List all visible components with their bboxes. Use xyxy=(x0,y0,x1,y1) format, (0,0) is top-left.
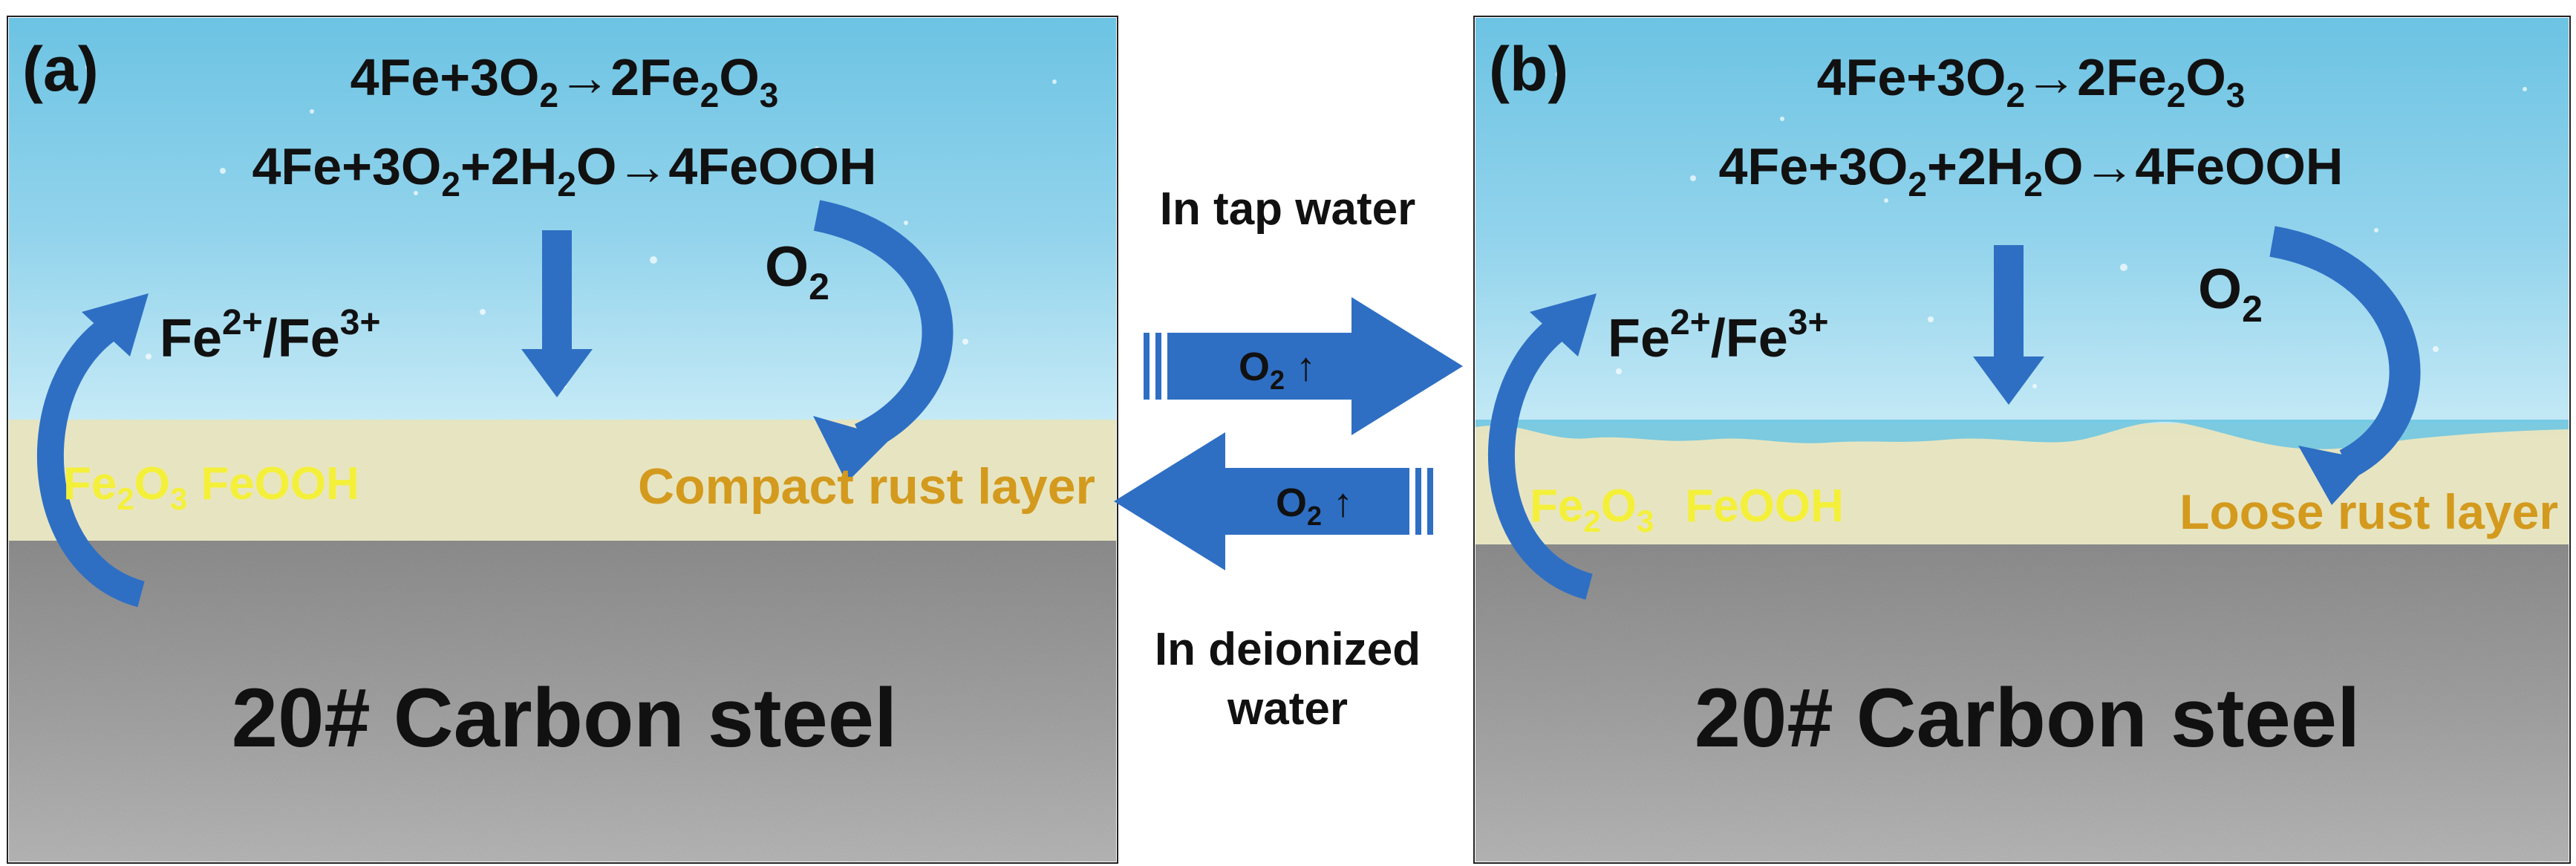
arrow-left: O2 ↑ xyxy=(1114,432,1433,570)
panel-a-o2-curve-arrow xyxy=(813,200,953,453)
panel-a-o2-label: O2 xyxy=(765,235,829,307)
panel-b-equation-1: 4Fe+3O2→2Fe2O3 xyxy=(1817,48,2246,114)
panel-b-substrate-label: 20# Carbon steel xyxy=(1695,671,2360,764)
panel-b-equation-2: 4Fe+3O2+2H2O→4FeOOH xyxy=(1719,137,2344,204)
panel-b: (b) 4Fe+3O2→2Fe2O3 4Fe+3O2+2H2O→4FeOOH O… xyxy=(1473,16,2571,864)
center-bottom-label-2: water xyxy=(1227,683,1348,735)
panel-a-ion-curve-arrow xyxy=(36,316,146,608)
panel-b-ion-curve-arrow xyxy=(1488,316,1594,600)
panel-a-o2-arrowhead xyxy=(813,416,891,483)
center-bottom-label-1: In deionized xyxy=(1155,624,1421,675)
panel-b-label: (b) xyxy=(1489,34,1568,104)
panel-b-ion-arrowhead xyxy=(1530,293,1597,357)
panel-b-o2-arrowhead xyxy=(2298,446,2373,505)
center-transition: In tap water O2 ↑ O2 ↑ In deionized wate… xyxy=(1114,183,1463,735)
panel-a: (a) 4Fe+3O2→2Fe2O3 4Fe+3O2+2H2O→4FeOOH O… xyxy=(7,16,1118,864)
panel-a-ion-arrowhead xyxy=(82,293,149,357)
arrow-right-label: O2 ↑ xyxy=(1239,345,1316,395)
panel-b-o2-label: O2 xyxy=(2198,258,2263,330)
panel-a-label: (a) xyxy=(22,34,99,104)
panel-a-substrate-label: 20# Carbon steel xyxy=(232,671,897,764)
center-top-label: In tap water xyxy=(1160,183,1416,235)
panel-b-wavy-surface xyxy=(1476,420,2569,449)
panel-a-equation-2: 4Fe+3O2+2H2O→4FeOOH xyxy=(252,137,877,204)
panel-a-rust-band xyxy=(9,420,1116,542)
arrow-left-label: O2 ↑ xyxy=(1276,481,1353,531)
panel-a-steel xyxy=(9,541,1116,862)
arrow-right: O2 ↑ xyxy=(1144,297,1463,435)
panel-b-ion-label: Fe2+/Fe3+ xyxy=(1608,303,1829,368)
panel-b-bubbles xyxy=(1556,71,2527,388)
panel-a-down-arrow xyxy=(521,230,593,397)
panel-b-steel xyxy=(1476,544,2569,862)
panel-b-down-arrow xyxy=(1973,245,2044,405)
panel-a-equation-1: 4Fe+3O2→2Fe2O3 xyxy=(350,48,779,114)
panel-b-o2-curve-arrow xyxy=(2269,226,2421,478)
panel-a-rust-layer-label: Compact rust layer xyxy=(638,458,1095,515)
panel-b-rust-layer-label: Loose rust layer xyxy=(2179,484,2558,539)
panel-a-ion-label: Fe2+/Fe3+ xyxy=(160,303,381,368)
